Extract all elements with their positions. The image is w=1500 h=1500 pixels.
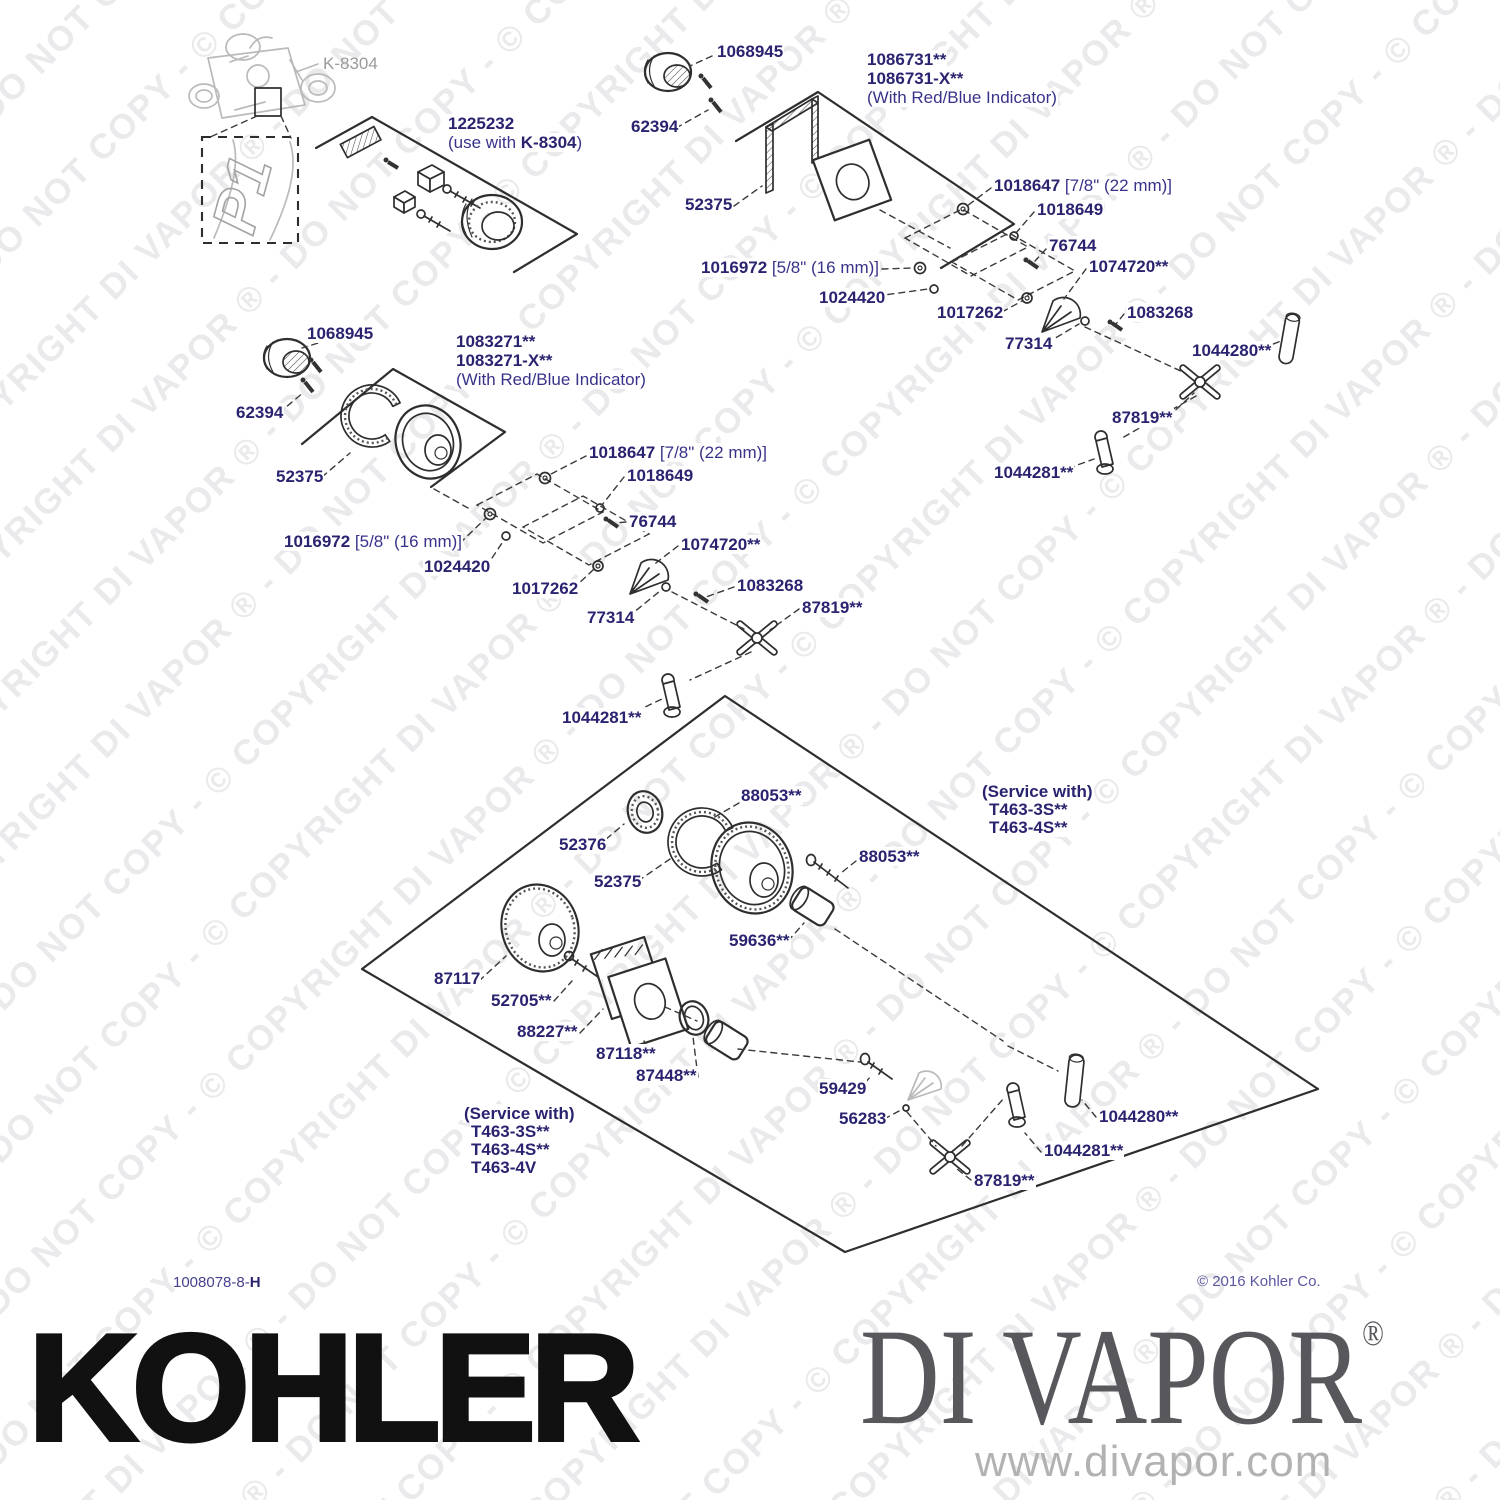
part-label: 1024420 — [818, 288, 887, 308]
part-label: 1083271-X** — [455, 351, 554, 371]
part-label: T463-3S** — [988, 800, 1069, 820]
ghost-valve-k8304 — [188, 33, 336, 119]
part-label: (Service with) — [981, 782, 1094, 802]
part-label: 1044281** — [993, 463, 1075, 483]
trim-group-1086731 — [643, 51, 1301, 475]
part-label: 88053** — [858, 847, 921, 867]
part-label: 1068945 — [716, 42, 785, 62]
part-label: 52375 — [593, 872, 643, 892]
part-label: 87819** — [801, 598, 864, 618]
part-label: 76744 — [628, 512, 678, 532]
part-label: 87819** — [1111, 408, 1174, 428]
kit-1225232 — [314, 115, 579, 274]
part-label: (use with K-8304) — [447, 133, 584, 153]
document-number: 1008078-8-H — [173, 1274, 261, 1291]
divapor-wordmark: DI VAPOR — [860, 1300, 1363, 1453]
part-label: 1083271** — [455, 332, 537, 352]
part-label: 1016972 [5/8" (16 mm)] — [283, 532, 464, 552]
part-label: 1018647 [7/8" (22 mm)] — [588, 443, 769, 463]
part-label: T463-4S** — [988, 818, 1069, 838]
part-label: 52375 — [684, 195, 734, 215]
part-label: 1018649 — [626, 466, 695, 486]
part-label: K-8304 — [323, 54, 378, 73]
part-label: 1225232 — [447, 114, 516, 134]
part-label: 62394 — [235, 403, 285, 423]
part-label: 1017262 — [511, 579, 580, 599]
part-label: (Service with) — [463, 1104, 576, 1124]
part-label: 1074720** — [1088, 257, 1170, 277]
part-label: 1068945 — [306, 324, 375, 344]
part-label: 1016972 [5/8" (16 mm)] — [700, 258, 881, 278]
part-label: (With Red/Blue Indicator) — [455, 370, 647, 390]
document-number-prefix: 1008078-8- — [173, 1274, 250, 1291]
part-label: 1083268 — [1126, 303, 1195, 323]
part-label: 1044280** — [1098, 1107, 1180, 1127]
part-label: 1044281** — [1043, 1141, 1125, 1161]
part-label: 87448** — [635, 1066, 698, 1086]
part-label: T463-4V — [470, 1158, 538, 1178]
divapor-url: www.divapor.com — [975, 1437, 1333, 1486]
registered-trademark-icon: ® — [1362, 1313, 1384, 1353]
part-label: 62394 — [630, 117, 680, 137]
labels-layer: K-8304 1225232(use with K-8304) 1068945 623… — [235, 42, 1273, 1191]
part-label: (With Red/Blue Indicator) — [866, 88, 1058, 108]
part-label: 88053** — [740, 786, 803, 806]
document-revision: H — [249, 1274, 261, 1291]
part-label: 77314 — [1004, 334, 1054, 354]
part-label: 52375 — [275, 467, 325, 487]
exploded-parts-diagram: P1 — [188, 33, 1320, 1254]
bottom-panel-group — [360, 694, 1320, 1254]
divapor-logo: DI VAPOR® — [860, 1308, 1384, 1446]
part-label: 52705** — [490, 991, 553, 1011]
part-label: 77314 — [586, 608, 636, 628]
part-label: 1018647 [7/8" (22 mm)] — [993, 176, 1174, 196]
trim-group-1083271 — [262, 337, 800, 718]
part-label: T463-3S** — [470, 1122, 551, 1142]
part-label: 1044280** — [1191, 341, 1273, 361]
part-label: 1074720** — [680, 535, 762, 555]
part-label: 87117 — [433, 969, 482, 989]
part-label: 1083268 — [736, 576, 805, 596]
part-label: T463-4S** — [470, 1140, 551, 1160]
part-label: 1024420 — [423, 557, 492, 577]
kohler-logo: KOHLER — [26, 1303, 642, 1473]
part-label: 1086731-X** — [866, 69, 965, 89]
part-label: 87118** — [595, 1044, 657, 1064]
part-label: 56283 — [838, 1109, 888, 1129]
part-label: 1086731** — [866, 50, 948, 70]
part-label: 59636** — [728, 931, 791, 951]
part-label: 87819** — [973, 1171, 1036, 1191]
part-label: 76744 — [1048, 236, 1098, 256]
kohler-copyright: © 2016 Kohler Co. — [1197, 1273, 1321, 1290]
part-label: 59429 — [818, 1079, 868, 1099]
part-label: 1044281** — [561, 708, 643, 728]
part-label: 1017262 — [936, 303, 1005, 323]
part-label: 88227** — [516, 1022, 579, 1042]
part-label: 1018649 — [1036, 200, 1105, 220]
part-label: 52376 — [558, 835, 608, 855]
